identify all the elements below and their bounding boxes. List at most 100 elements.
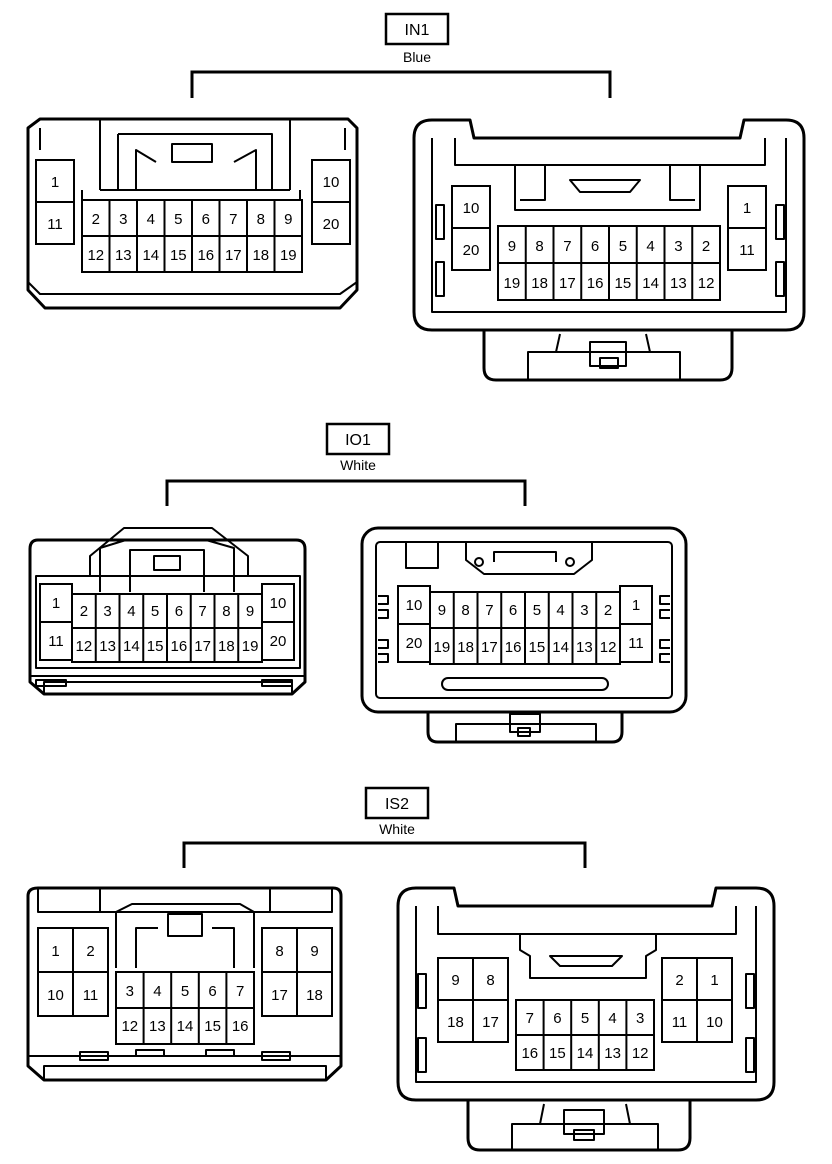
cavity-grid: 2 3 4 5 6 7 8 9 12 13 14 15 16 17 18 19: [71, 593, 263, 663]
pin-label: 2: [604, 602, 612, 619]
key-slot: [519, 934, 657, 979]
latch-hood: [36, 527, 300, 577]
pin-label: 18: [252, 247, 269, 264]
cavity-grid: 9 8 7 6 5 4 3 2 19 18 17 16 15 14 13 12: [497, 225, 721, 301]
cavity-grid: 2 3 4 5 6 7 8 9 12 13 14 15 16 17 18 19: [81, 199, 303, 273]
pin-label: 10: [706, 1014, 723, 1031]
pin-label: 11: [48, 633, 64, 650]
latch-tab: [167, 913, 203, 937]
guide-rib: [775, 204, 785, 240]
cavity-group: 1 11: [619, 585, 653, 663]
cavity-group: 10 20: [451, 185, 491, 271]
lower-slot: [79, 1051, 109, 1061]
pin-label: 15: [147, 638, 164, 655]
bottom-latch: [511, 1103, 659, 1150]
pin-label: 3: [674, 238, 682, 255]
pin-label: 4: [556, 602, 564, 619]
pin-label: 9: [310, 943, 318, 960]
key-slot: [514, 165, 701, 211]
locking-latch: [117, 133, 273, 190]
connector-bracket: [190, 70, 612, 98]
pin-label: 1: [51, 943, 59, 960]
pin-label: 3: [103, 603, 111, 620]
bottom-latch-window: [589, 341, 627, 367]
connector-color: White: [340, 457, 376, 473]
lower-slot: [135, 1049, 165, 1057]
pin-label: 1: [743, 200, 751, 217]
guide-rib: [745, 1037, 755, 1073]
pin-label: 7: [526, 1010, 534, 1027]
latch-tab: [153, 555, 181, 571]
latch-pin: [565, 557, 575, 567]
guide-rib: [435, 204, 445, 240]
pin-label: 9: [284, 211, 292, 228]
pin-label: 10: [463, 200, 480, 217]
guide-rib: [775, 261, 785, 297]
inner-frame: [37, 888, 333, 913]
cavity-group: 10 20: [311, 159, 351, 245]
pin-label: 6: [175, 603, 183, 620]
cavity-grid: 7 6 5 4 3 16 15 14 13 12: [515, 999, 655, 1071]
housing-edge-lines: [39, 128, 346, 150]
inner-frame: [431, 138, 787, 313]
connector-housing: [396, 886, 776, 1102]
connector-view-right: 9 8 18 17 2 1 11 10 7 6 5 4: [396, 886, 776, 1152]
connector-code: IS2: [385, 796, 409, 813]
pin-label: 11: [47, 216, 63, 233]
pin-label: 14: [177, 1018, 194, 1035]
cavity-group: 2 1 11 10: [661, 957, 733, 1043]
pin-label: 8: [461, 602, 469, 619]
pin-label: 9: [508, 238, 516, 255]
connector-io1: IO1 White 1 11 10 20: [28, 422, 688, 744]
pin-label: 12: [698, 275, 715, 292]
bottom-latch-tab: [573, 1129, 595, 1141]
pin-label: 15: [204, 1018, 221, 1035]
pin-label: 5: [533, 602, 541, 619]
pin-label: 7: [229, 211, 237, 228]
connector-code-box: [384, 12, 450, 46]
cavity-group: 1 11: [727, 185, 767, 271]
key-notch: [569, 179, 641, 193]
housing-lower-edge: [30, 675, 305, 694]
pin-label: 14: [577, 1045, 594, 1062]
pin-label: 8: [257, 211, 265, 228]
pin-label: 7: [198, 603, 206, 620]
pin-label: 14: [142, 247, 159, 264]
connector-code: IO1: [345, 432, 371, 449]
pin-label: 16: [232, 1018, 249, 1035]
pin-label: 2: [86, 943, 94, 960]
latch-tab: [171, 143, 213, 163]
pin-label: 8: [486, 972, 494, 989]
latch-hood: [115, 903, 255, 968]
bottom-latch-window: [563, 1109, 605, 1135]
connector-code-box: [325, 422, 391, 456]
pin-label: 14: [123, 638, 140, 655]
connector-view-left: 1 11 10 20 2 3 4 5 6 7 8 9 12: [26, 117, 359, 310]
guide-rib: [417, 973, 427, 1009]
inner-frame: [375, 541, 673, 699]
connector-view-left: 1 2 10 11 8 9 17 18 3 4 5 6: [26, 886, 343, 1082]
pin-label: 17: [482, 1014, 499, 1031]
pin-label: 10: [406, 597, 423, 614]
pin-label: 3: [580, 602, 588, 619]
pin-label: 16: [171, 638, 188, 655]
pin-label: 7: [563, 238, 571, 255]
guide-rib: [745, 973, 755, 1009]
pin-label: 5: [581, 1010, 589, 1027]
pin-label: 4: [147, 211, 155, 228]
pin-label: 8: [275, 943, 283, 960]
connector-code: IN1: [405, 22, 430, 39]
pin-label: 6: [553, 1010, 561, 1027]
connector-view-right: 10 20 1 11 9 8 7 6 5 4 3 2 19: [360, 526, 688, 744]
pin-label: 16: [521, 1045, 538, 1062]
key-notch: [549, 955, 623, 967]
pin-label: 4: [127, 603, 135, 620]
inner-recess: [99, 119, 291, 191]
latch-inner: [129, 549, 205, 592]
pin-label: 17: [559, 275, 576, 292]
pin-label: 20: [406, 635, 423, 652]
pin-label: 14: [642, 275, 659, 292]
pin-label: 16: [587, 275, 604, 292]
pin-label: 10: [47, 987, 64, 1004]
pin-label: 18: [218, 638, 235, 655]
